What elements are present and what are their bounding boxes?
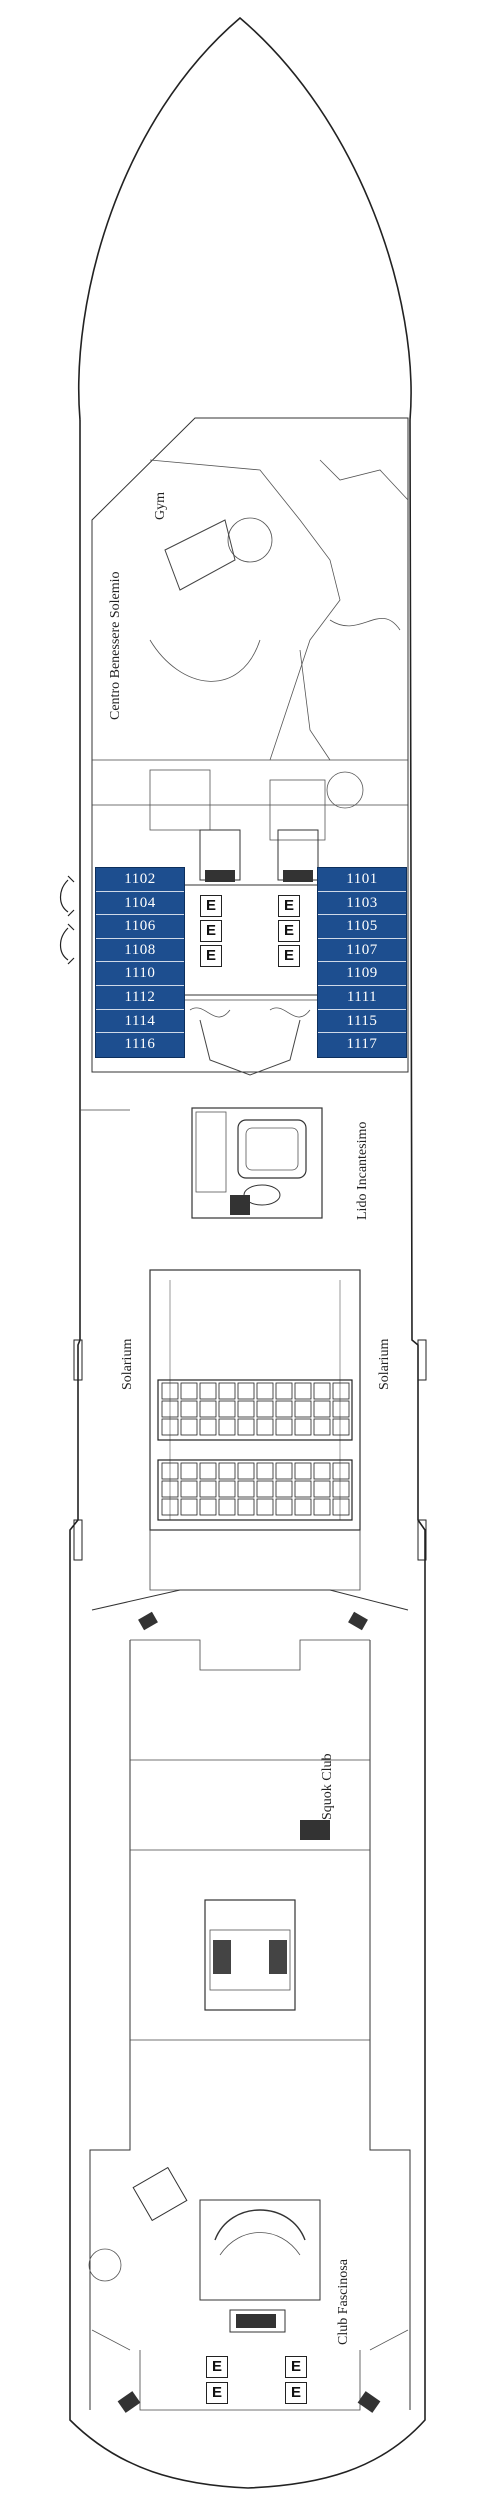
elevator-icon: E [200, 945, 222, 967]
cabin-1110[interactable]: 1110 [96, 962, 184, 986]
elevator-icon: E [278, 895, 300, 917]
area-label-solarium-starboard: Solarium [377, 1338, 392, 1390]
cabin-1105[interactable]: 1105 [318, 915, 406, 939]
cabin-1115[interactable]: 1115 [318, 1010, 406, 1034]
cabin-1111[interactable]: 1111 [318, 986, 406, 1010]
elevator-icon: E [278, 945, 300, 967]
elevator-icon: E [285, 2356, 307, 2378]
area-label-solarium-port: Solarium [120, 1338, 135, 1390]
cabin-1109[interactable]: 1109 [318, 962, 406, 986]
elevator-icon: E [206, 2356, 228, 2378]
cabin-1104[interactable]: 1104 [96, 892, 184, 916]
cabin-block-starboard: 1101 1103 1105 1107 1109 1111 1115 1117 [317, 867, 407, 1058]
cabin-1117[interactable]: 1117 [346, 1036, 378, 1053]
cabin-1106[interactable]: 1106 [96, 915, 184, 939]
cabin-1102[interactable]: 1102 [96, 868, 184, 892]
elevator-icon: E [278, 920, 300, 942]
cabin-1103[interactable]: 1103 [318, 892, 406, 916]
area-label-gym: Gym [153, 492, 168, 520]
cabin-1114[interactable]: 1114 [96, 1010, 184, 1034]
cabin-1107[interactable]: 1107 [318, 939, 406, 963]
elevator-icon: E [200, 920, 222, 942]
cabin-1101[interactable]: 1101 [318, 868, 406, 892]
cabin-block-port: 1102 1104 1106 1108 1110 1112 1114 1116 [95, 867, 185, 1058]
cabin-1116[interactable]: 1116 [124, 1036, 156, 1053]
area-label-club-fascinosa: Club Fascinosa [336, 2259, 351, 2345]
area-label-spa: Centro Benessere Solemio [108, 571, 123, 720]
cabin-1108[interactable]: 1108 [96, 939, 184, 963]
elevator-icon: E [200, 895, 222, 917]
area-label-squok-club: Squok Club [320, 1753, 335, 1820]
cabin-1112[interactable]: 1112 [96, 986, 184, 1010]
elevator-icon: E [206, 2382, 228, 2404]
elevator-icon: E [285, 2382, 307, 2404]
area-label-lido: Lido Incantesimo [355, 1121, 370, 1220]
